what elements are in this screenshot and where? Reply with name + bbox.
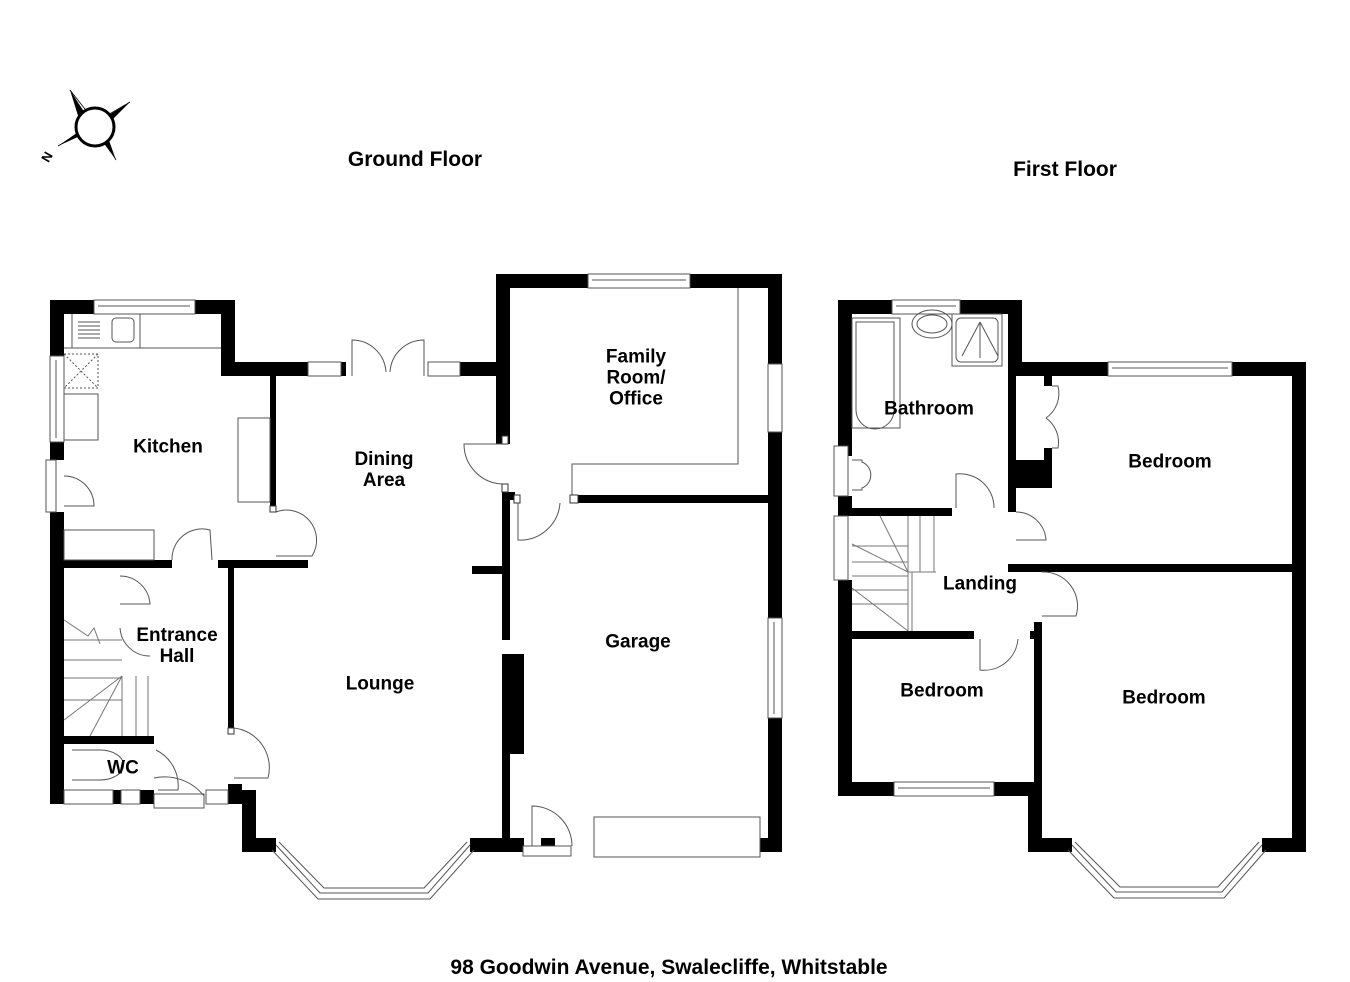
first-floor-walls [838, 300, 1306, 852]
first-floor-fixtures [851, 309, 1079, 671]
room-label-landing: Landing [943, 573, 1017, 595]
room-label-bedroom-1: Bedroom [1128, 451, 1212, 473]
ground-floor-fixtures [63, 288, 739, 847]
room-label-garage: Garage [605, 631, 671, 653]
room-label-wc: WC [107, 757, 139, 779]
property-address: 98 Goodwin Avenue, Swalecliffe, Whitstab… [450, 956, 888, 979]
room-label-kitchen: Kitchen [133, 436, 203, 458]
first-floor-windows [833, 299, 1267, 899]
first-floor-title: First Floor [1013, 158, 1117, 181]
room-label-line: Dining [354, 449, 414, 470]
room-label-line: Office [609, 388, 663, 410]
room-label-family-room-office: Family Room/ Office [606, 347, 666, 410]
room-label-line: Entrance [136, 625, 218, 646]
room-label-bedroom-2: Bedroom [900, 680, 984, 702]
room-label-dining-area: Dining Area [354, 449, 413, 491]
ground-floor-walls [50, 274, 782, 852]
room-label-line: Area [362, 470, 406, 491]
room-label-line: Hall [159, 646, 195, 667]
room-label-line: Room/ [606, 367, 666, 389]
room-label-line: Family [605, 346, 667, 368]
room-label-lounge: Lounge [345, 673, 415, 695]
room-label-bedroom-3: Bedroom [1122, 687, 1206, 709]
room-label-bathroom: Bathroom [884, 398, 974, 420]
compass-icon: N [38, 89, 131, 165]
svg-text:N: N [38, 149, 56, 165]
ground-floor-windows [45, 273, 783, 900]
room-label-entrance-hall: Entrance Hall [136, 625, 217, 667]
ground-floor-title: Ground Floor [347, 148, 483, 171]
